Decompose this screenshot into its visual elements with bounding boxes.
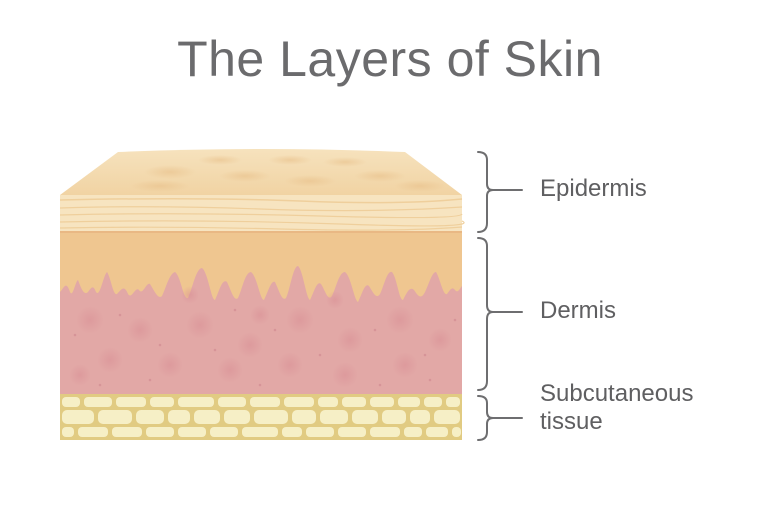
label-subcutaneous: Subcutaneous tissue <box>540 380 693 436</box>
label-subcutaneous-line2: tissue <box>540 408 603 435</box>
label-epidermis: Epidermis <box>540 175 647 202</box>
subcutaneous-bracket <box>477 395 523 441</box>
dermis-layer <box>60 266 462 395</box>
dermis-bracket <box>477 237 523 391</box>
epidermis-bracket <box>477 151 523 233</box>
diagram-title: The Layers of Skin <box>177 31 603 87</box>
subcutaneous-layer <box>60 394 462 440</box>
epidermis-layer <box>59 195 465 234</box>
label-dermis: Dermis <box>540 297 616 324</box>
label-subcutaneous-line1: Subcutaneous <box>540 380 694 407</box>
skin-surface <box>60 149 462 195</box>
